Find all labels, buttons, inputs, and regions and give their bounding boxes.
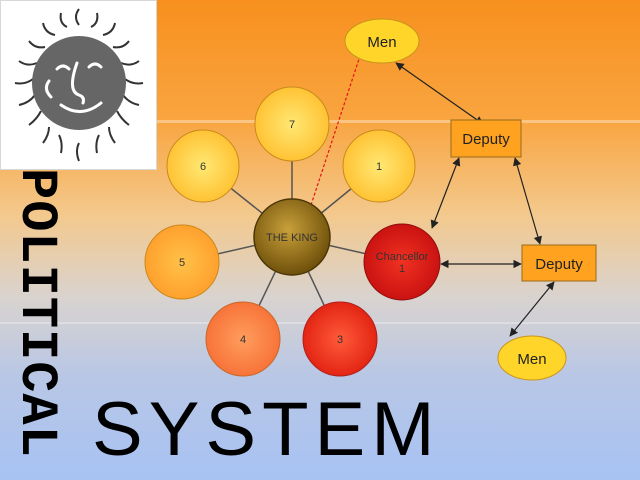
svg-text:1: 1 [376,161,382,173]
circle-5: 5 [144,224,220,300]
svg-text:7: 7 [289,119,295,131]
vertical-title-text: POLITICAL [7,168,66,458]
svg-text:5: 5 [179,257,185,269]
svg-text:Deputy: Deputy [535,256,583,273]
svg-text:6: 6 [200,161,206,173]
deputy-chancellor-arrow [430,157,461,229]
svg-text:Men: Men [517,351,546,368]
king-men-link [310,55,361,206]
men-top: Men [344,18,420,64]
svg-text:Men: Men [367,34,396,51]
main-title: SYSTEM [92,387,441,472]
deputy-deputy-arrow [513,157,542,245]
svg-text:1: 1 [399,263,405,275]
svg-text:4: 4 [240,334,246,346]
deputy-box-top: Deputy [450,119,522,158]
svg-text:THE KING: THE KING [266,232,318,244]
sun-logo [0,0,157,170]
chancellor-circle: Chancellor 1 [363,223,441,301]
men-deputy-arrow [395,62,484,125]
deputy-box-bottom: Deputy [521,244,597,282]
circle-1: 1 [342,129,416,203]
sun-face-icon [14,8,144,162]
circle-6: 6 [166,129,240,203]
circle-7: 7 [254,86,330,162]
svg-text:Deputy: Deputy [462,131,510,148]
deputy-men-arrow [509,281,555,337]
vertical-title: POLITICAL [6,150,66,458]
svg-text:3: 3 [337,334,343,346]
circle-4: 4 [205,301,281,377]
king-circle: THE KING [253,198,331,276]
circle-3: 3 [302,301,378,377]
men-bottom: Men [497,335,567,381]
svg-text:Chancellor: Chancellor [376,251,429,263]
